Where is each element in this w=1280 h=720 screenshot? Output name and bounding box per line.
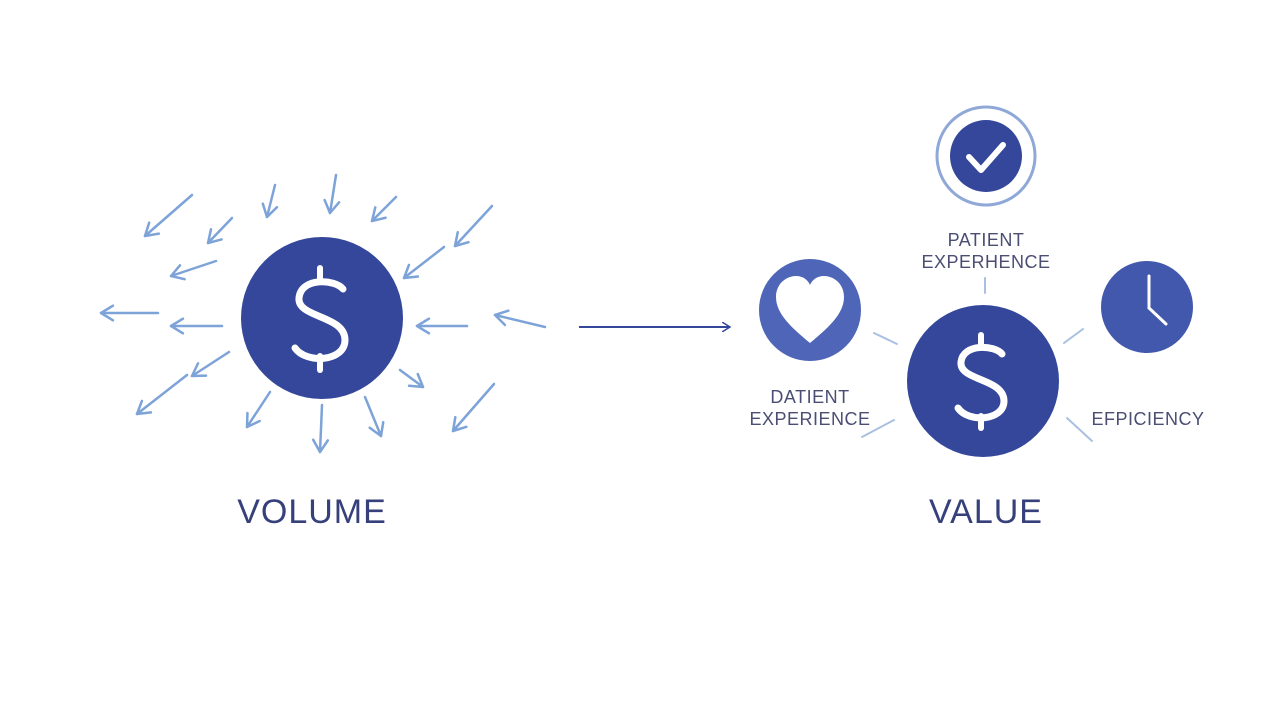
- radiating-arrow: [453, 204, 494, 248]
- volume-coin: [241, 237, 403, 399]
- dollar-icon: [954, 332, 1008, 431]
- radiating-arrow: [415, 317, 469, 335]
- value-coin: [907, 305, 1059, 457]
- radiating-arrow: [143, 193, 194, 238]
- clock-icon: [1147, 274, 1168, 326]
- radiating-arrow: [451, 382, 496, 433]
- radiating-arrow: [402, 245, 446, 280]
- radiating-arrow: [169, 317, 224, 335]
- radiating-arrow: [190, 350, 231, 378]
- radiating-arrow: [261, 183, 279, 219]
- radiating-arrow: [245, 390, 272, 429]
- clock-node: [1101, 261, 1193, 353]
- node-label-top-line2: EXPERHENCE: [921, 252, 1051, 272]
- radiating-arrow: [311, 403, 330, 454]
- node-label-left-line1: DATIENT: [770, 387, 850, 407]
- radiating-arrow: [370, 195, 398, 223]
- radiating-arrow: [323, 173, 341, 215]
- node-label-right: EFPICIENCY: [1080, 408, 1216, 430]
- connector-lines: [861, 277, 1093, 442]
- node-label-right-line1: EFPICIENCY: [1091, 409, 1205, 429]
- check-icon: [966, 142, 1006, 173]
- node-label-top-line1: PATIENT: [947, 230, 1025, 250]
- check-node: [935, 105, 1037, 207]
- node-label-left-line2: EXPERIENCE: [749, 409, 871, 429]
- radiating-arrow: [493, 309, 547, 329]
- radiating-arrow: [363, 395, 385, 438]
- heart-icon: [776, 276, 844, 343]
- radiating-arrows: [99, 173, 547, 454]
- node-label-left: DATIENT EXPERIENCE: [732, 386, 888, 430]
- heart-node: [759, 259, 861, 361]
- volume-title: VOLUME: [237, 493, 387, 531]
- radiating-arrow: [135, 373, 189, 416]
- dollar-icon: [291, 265, 349, 373]
- radiating-arrow: [206, 216, 234, 245]
- node-label-top: PATIENT EXPERHENCE: [906, 229, 1066, 273]
- radiating-arrow: [169, 259, 218, 281]
- value-title: VALUE: [929, 493, 1043, 531]
- radiating-arrow: [99, 304, 160, 322]
- radiating-arrow: [398, 368, 425, 389]
